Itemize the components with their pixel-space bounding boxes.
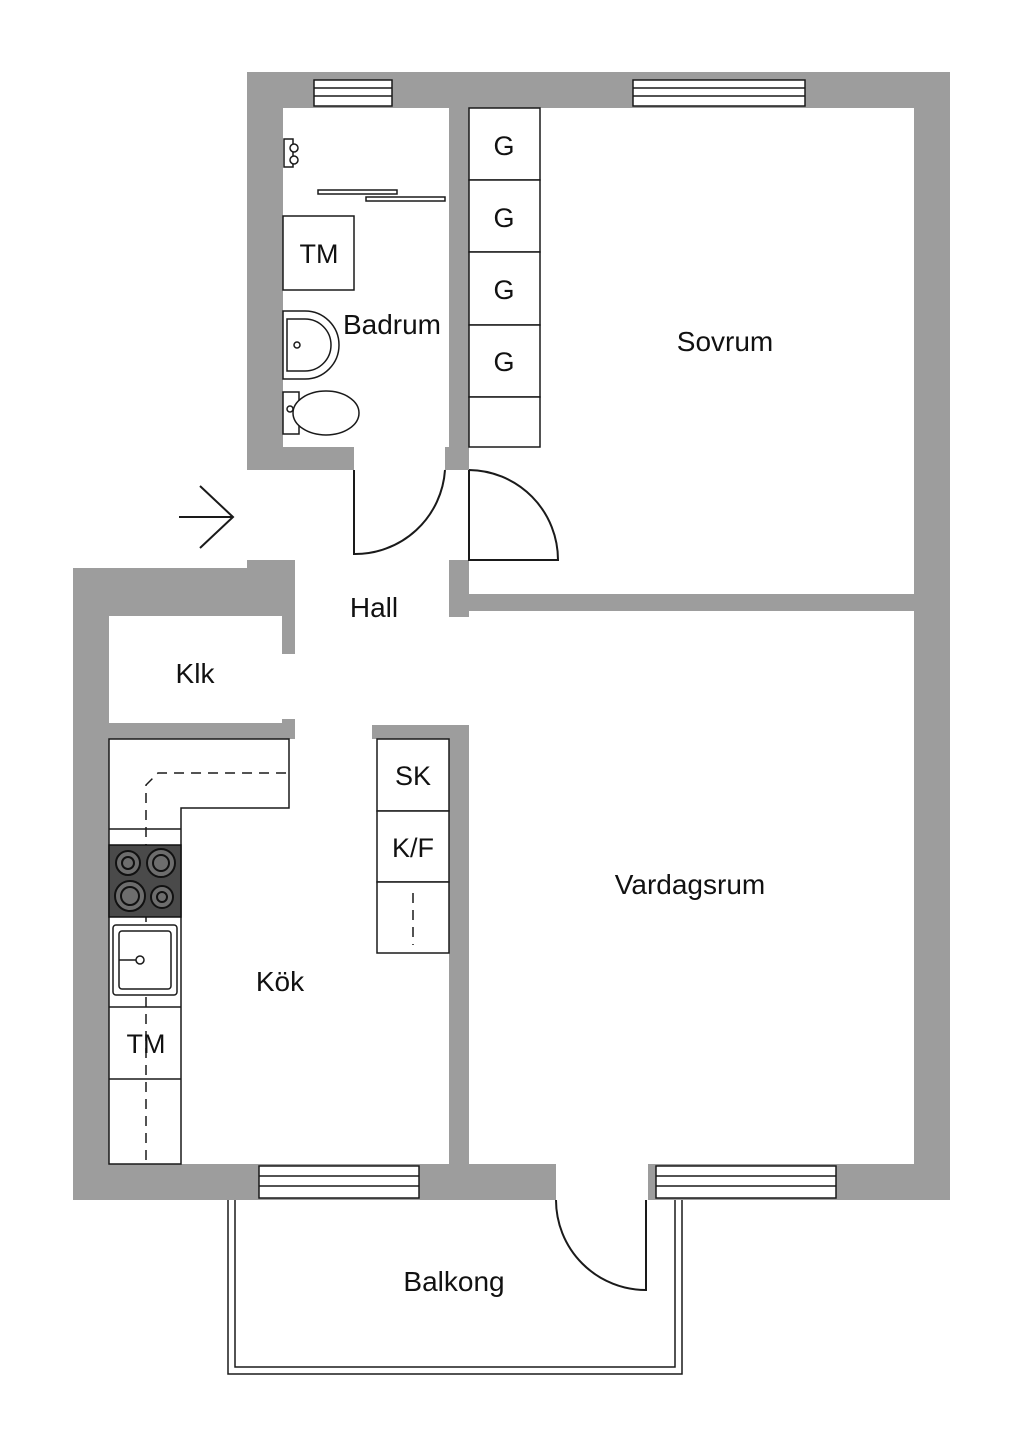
bedroom-door xyxy=(468,469,560,561)
window-bedroom xyxy=(632,79,806,107)
room-label-hall: Hall xyxy=(350,592,398,623)
stove-hob-icon xyxy=(108,844,182,918)
wardrobe-label-1: G xyxy=(493,131,514,161)
fridge-freezer-label: K/F xyxy=(392,833,434,863)
wardrobes: G G G G xyxy=(468,107,541,448)
room-label-badrum: Badrum xyxy=(343,309,441,340)
bath-door xyxy=(353,469,446,556)
bath-washer xyxy=(282,215,355,291)
bath-washer-label: TM xyxy=(300,239,339,269)
balcony-door-opening xyxy=(556,1164,648,1200)
wardrobe-label-2: G xyxy=(493,203,514,233)
room-label-balkong: Balkong xyxy=(403,1266,504,1297)
balcony xyxy=(227,1200,683,1375)
shower-mixer-icon xyxy=(283,138,299,168)
balcony-door xyxy=(555,1199,647,1292)
bathroom-fixtures: TM xyxy=(282,138,446,436)
windows xyxy=(258,79,837,1200)
walls xyxy=(73,72,950,1200)
window-bath xyxy=(313,79,393,107)
wardrobe-label-3: G xyxy=(493,275,514,305)
room-label-klk: Klk xyxy=(176,658,216,689)
entrance-arrow-icon xyxy=(179,485,235,549)
kitchen-sink-icon xyxy=(112,924,178,996)
window-kitchen xyxy=(258,1165,420,1199)
room-label-vardagsrum: Vardagsrum xyxy=(615,869,765,900)
doors xyxy=(179,469,647,1292)
washbasin-icon xyxy=(282,310,340,380)
room-label-sovrum: Sovrum xyxy=(677,326,773,357)
kitchen-washer-label: TM xyxy=(127,1029,166,1059)
kitchen-fixtures: TM SK K/F xyxy=(108,738,450,1165)
window-living xyxy=(655,1165,837,1199)
pantry-label: SK xyxy=(395,761,431,791)
room-label-kok: Kök xyxy=(256,966,305,997)
toilet-icon xyxy=(282,390,360,436)
wardrobe-label-4: G xyxy=(493,347,514,377)
room-labels: Badrum Sovrum Hall Klk Vardagsrum Kök Ba… xyxy=(176,309,774,1297)
